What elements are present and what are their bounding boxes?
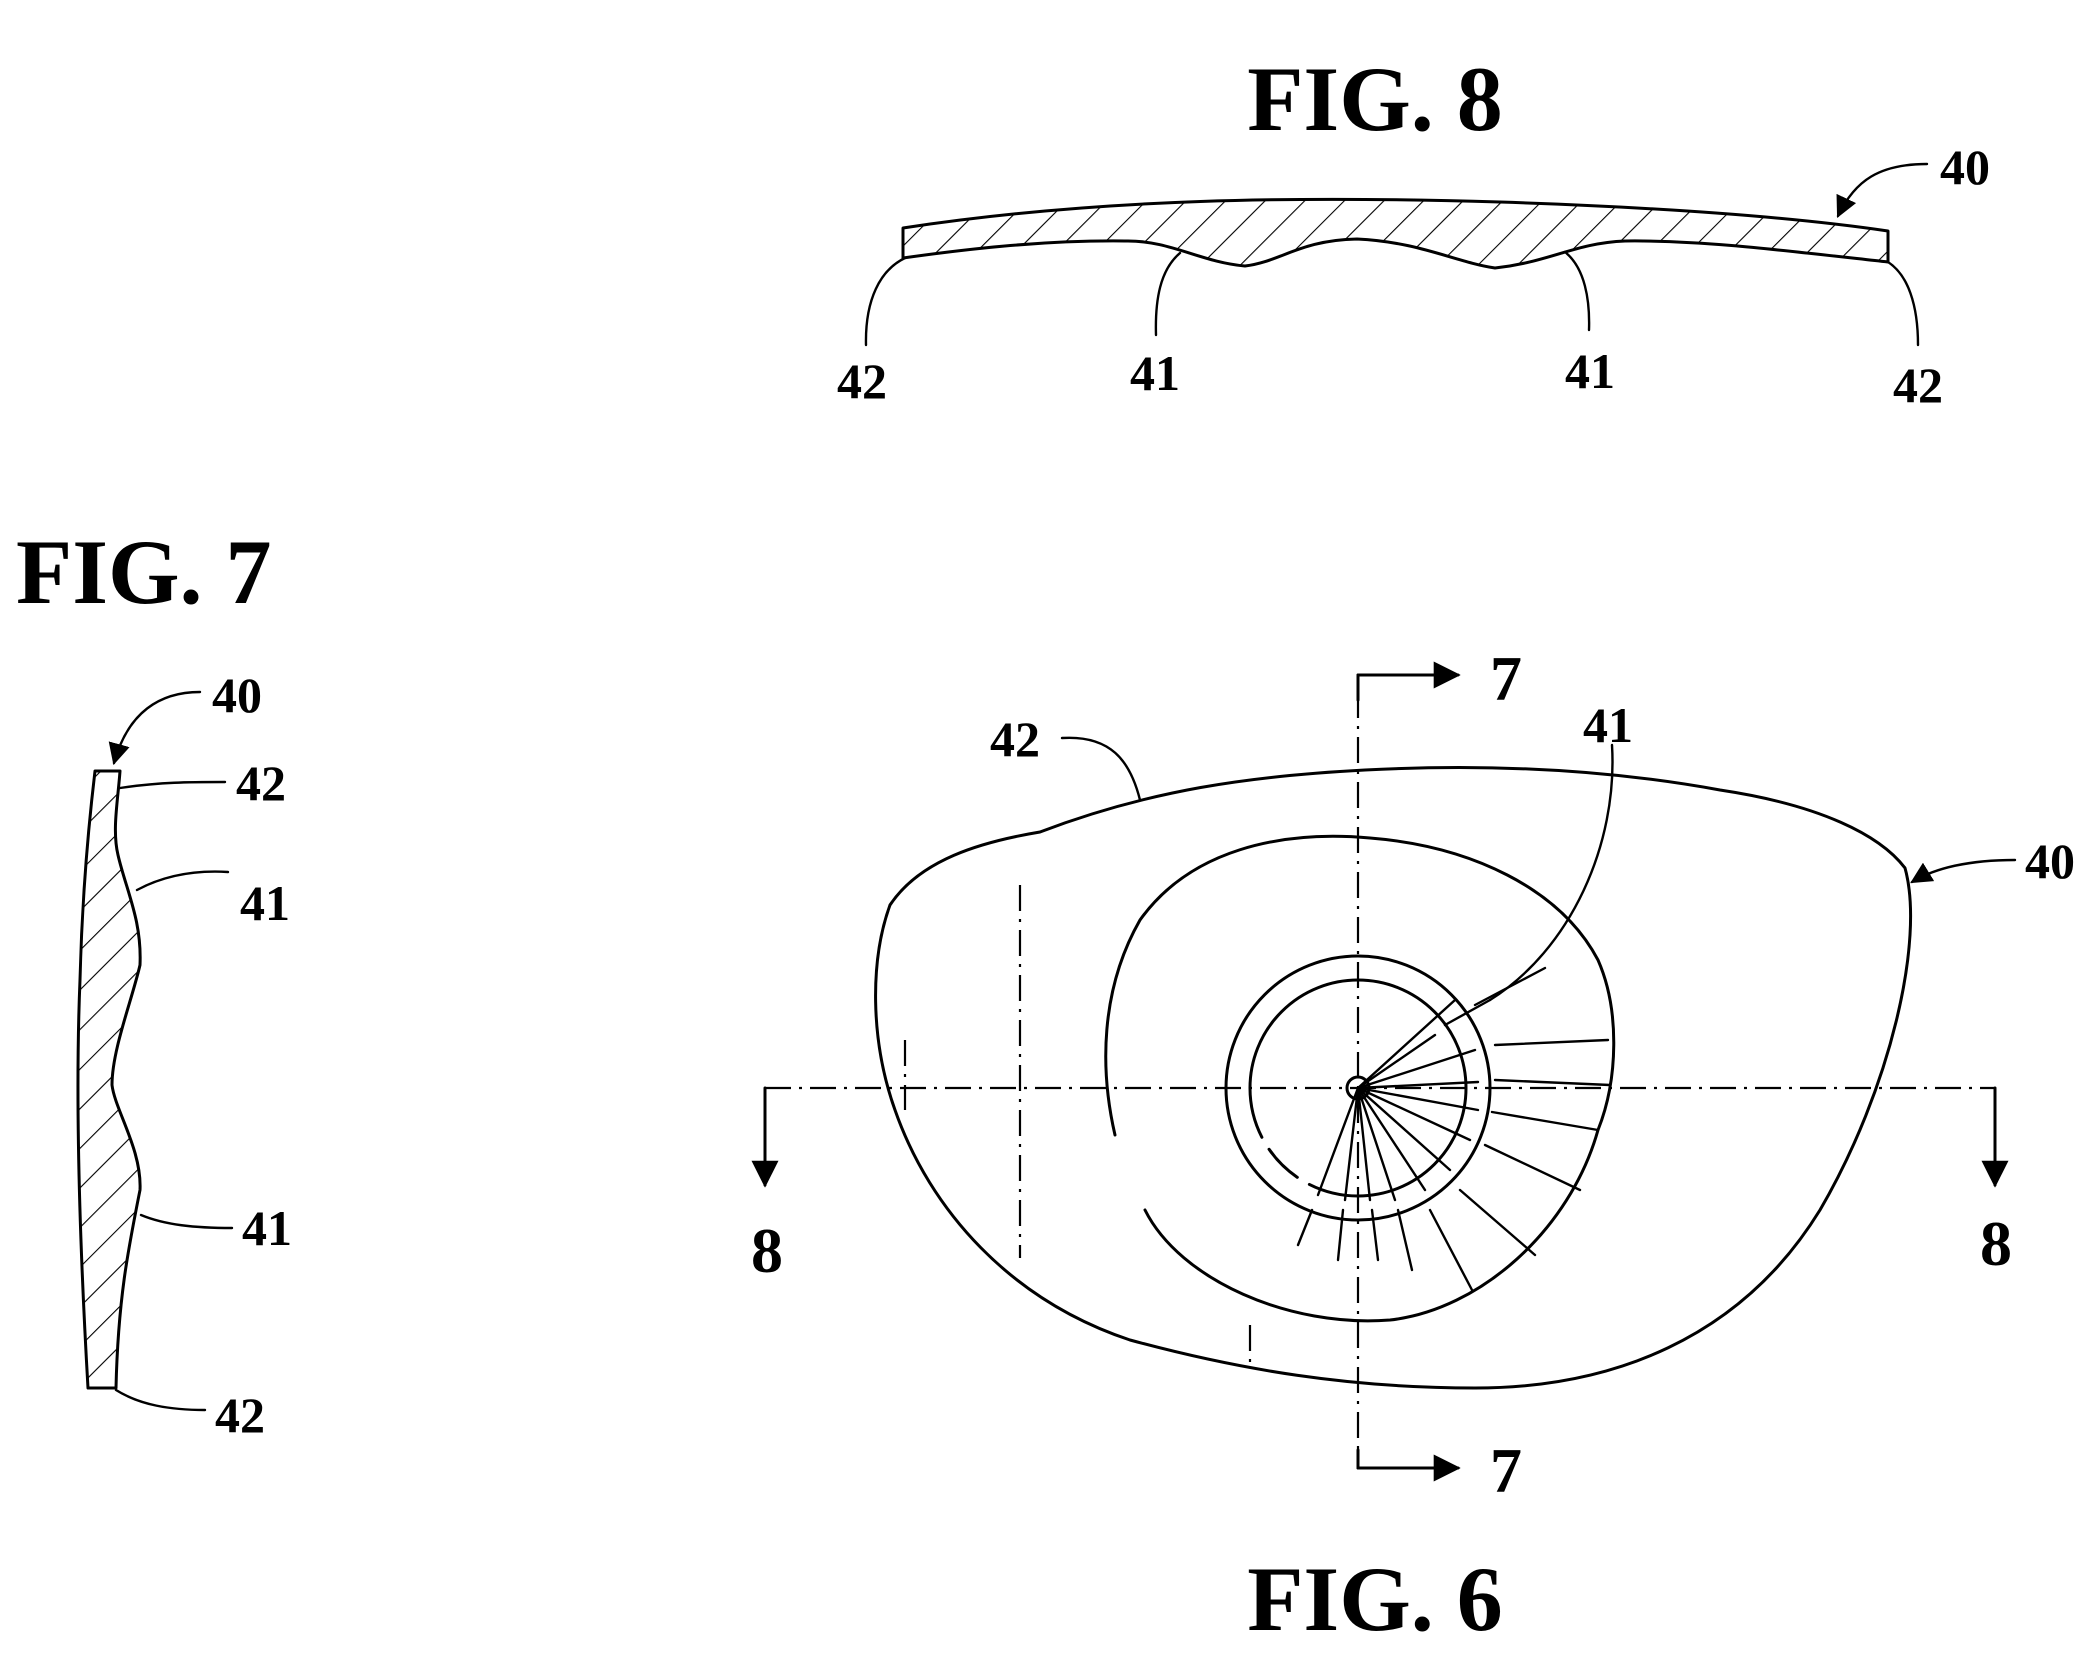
- fig8-leader-42-right: [1888, 262, 1918, 345]
- fig6-label-42: 42: [990, 711, 1040, 767]
- fig7-leader-42-top: [120, 782, 225, 788]
- fig8-leader-42-left: [866, 258, 905, 345]
- fig6-leader-42: [1062, 738, 1140, 800]
- fig7-leader-40: [114, 692, 200, 763]
- fig7-leader-41-bottom: [141, 1215, 232, 1228]
- fig8-label-42-left: 42: [837, 353, 887, 409]
- fig6-leader-41: [1490, 745, 1613, 1000]
- fig7-label-41-bottom: 41: [242, 1200, 292, 1256]
- fig7-label-42-top: 42: [236, 755, 286, 811]
- fig6-radial-grooves: [1298, 968, 1610, 1290]
- fig6-label-41: 41: [1583, 697, 1633, 753]
- fig7-label-40: 40: [212, 667, 262, 723]
- fig6-section-7-top-label: 7: [1490, 643, 1522, 714]
- figure-6-title: FIG. 6: [1247, 1548, 1503, 1650]
- fig6-section-8-markers: [765, 1088, 1995, 1185]
- figure-8-title: FIG. 8: [1247, 48, 1503, 150]
- fig8-leader-41-right: [1565, 252, 1589, 330]
- fig6-section-7-bottom-label: 7: [1490, 1435, 1522, 1506]
- figure-7-title: FIG. 7: [16, 521, 272, 623]
- fig8-leader-40: [1838, 164, 1927, 216]
- fig7-label-41-top: 41: [240, 875, 290, 931]
- fig7-label-42-bottom: 42: [215, 1387, 265, 1443]
- fig7-leader-41-top: [137, 872, 228, 890]
- fig8-label-42-right: 42: [1893, 357, 1943, 413]
- figure-7: FIG. 7 40 42 41 41 42: [16, 521, 292, 1443]
- fig6-label-40: 40: [2025, 833, 2075, 889]
- fig8-label-41-right: 41: [1565, 343, 1615, 399]
- fig8-label-40: 40: [1940, 139, 1990, 195]
- fig8-leader-41-left: [1156, 253, 1180, 335]
- fig7-cross-section: [78, 771, 140, 1388]
- figure-6: 7 7 8 8 42 41 40 FIG. 6: [751, 643, 2075, 1650]
- fig7-leader-42-bottom: [116, 1390, 205, 1410]
- fig8-cross-section: [903, 199, 1888, 268]
- fig6-section-8-right-label: 8: [1980, 1208, 2012, 1279]
- fig6-leader-40: [1912, 860, 2015, 882]
- figure-8: FIG. 8 40 42 41 41 42: [837, 48, 1990, 413]
- fig6-section-8-left-label: 8: [751, 1215, 783, 1286]
- fig8-label-41-left: 41: [1130, 345, 1180, 401]
